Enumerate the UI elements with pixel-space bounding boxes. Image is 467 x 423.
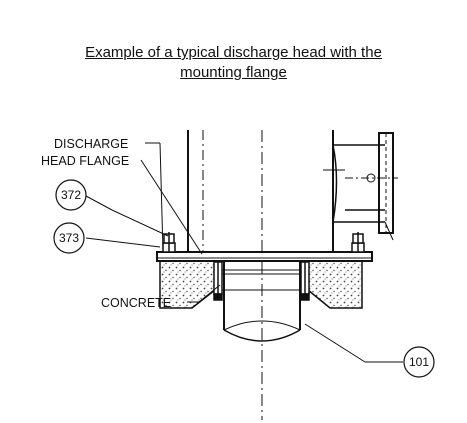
discharge-head-flange-label-line-1: DISCHARGE bbox=[54, 137, 128, 151]
callout-373-label: 373 bbox=[59, 231, 79, 245]
callout-101-label: 101 bbox=[409, 355, 429, 369]
callout-372: 372 bbox=[55, 179, 87, 211]
anchor-bolts bbox=[162, 232, 365, 301]
leader-lines bbox=[85, 142, 403, 363]
concrete-label: CONCRETE bbox=[101, 296, 171, 310]
mounting-flange bbox=[156, 251, 373, 262]
concrete-foundation bbox=[159, 260, 363, 309]
diagram-title-line-1: Example of a typical discharge head with… bbox=[85, 44, 382, 61]
diagram-title-line-2: mounting flange bbox=[180, 64, 287, 81]
callout-373: 373 bbox=[53, 222, 85, 254]
callout-372-label: 372 bbox=[61, 188, 81, 202]
discharge-outlet bbox=[323, 132, 398, 241]
discharge-head-flange-label-line-2: HEAD FLANGE bbox=[41, 154, 129, 168]
callout-101: 101 bbox=[403, 346, 435, 378]
discharge-pipe bbox=[222, 261, 302, 342]
